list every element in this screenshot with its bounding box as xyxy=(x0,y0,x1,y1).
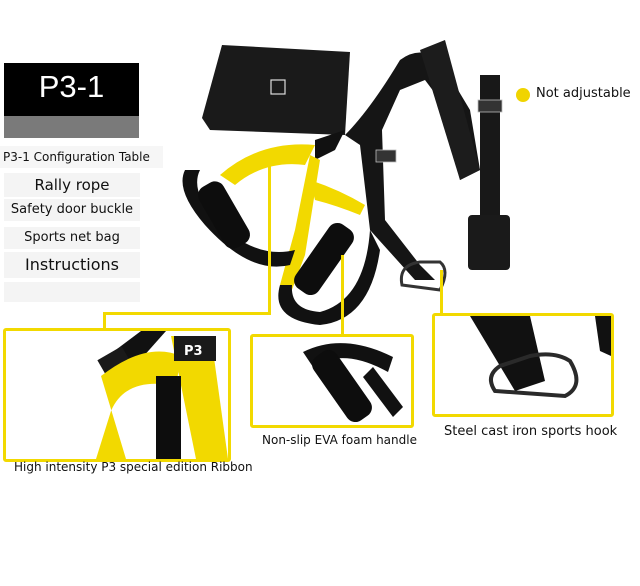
connector-line-ribbon xyxy=(268,160,271,315)
ribbon-detail-image: P3 xyxy=(96,331,228,459)
detail-box-hook xyxy=(432,313,614,417)
yellow-dot-icon xyxy=(516,88,530,102)
detail-box-handle xyxy=(250,334,414,428)
config-item-empty xyxy=(4,282,140,302)
suspension-trainer-illustration xyxy=(182,40,510,325)
mesh-bag-icon xyxy=(202,45,350,135)
config-item-instructions: Instructions xyxy=(4,252,140,278)
connector-line-hook xyxy=(440,270,443,315)
caption-handle: Non-slip EVA foam handle xyxy=(262,433,417,447)
config-table-heading: P3-1 Configuration Table xyxy=(0,146,163,168)
model-title-underbar xyxy=(4,116,139,138)
caption-hook: Steel cast iron sports hook xyxy=(444,424,618,439)
svg-text:P3: P3 xyxy=(184,344,203,359)
legend-label: Not adjustable xyxy=(536,86,631,101)
detail-box-ribbon: P3 xyxy=(3,328,231,462)
model-title-box: P3-1 xyxy=(4,63,139,116)
config-item-net-bag: Sports net bag xyxy=(4,227,140,249)
connector-line-ribbon-v xyxy=(103,312,106,330)
model-title: P3-1 xyxy=(38,69,105,104)
handle-detail-image xyxy=(303,343,403,423)
config-item-door-buckle: Safety door buckle xyxy=(4,199,140,221)
hook-detail-image xyxy=(470,316,611,399)
caption-ribbon: High intensity P3 special edition Ribbon xyxy=(14,460,253,474)
connector-line-handle xyxy=(341,255,344,335)
config-item-rally-rope: Rally rope xyxy=(4,173,140,197)
connector-line-ribbon-h xyxy=(103,312,271,315)
